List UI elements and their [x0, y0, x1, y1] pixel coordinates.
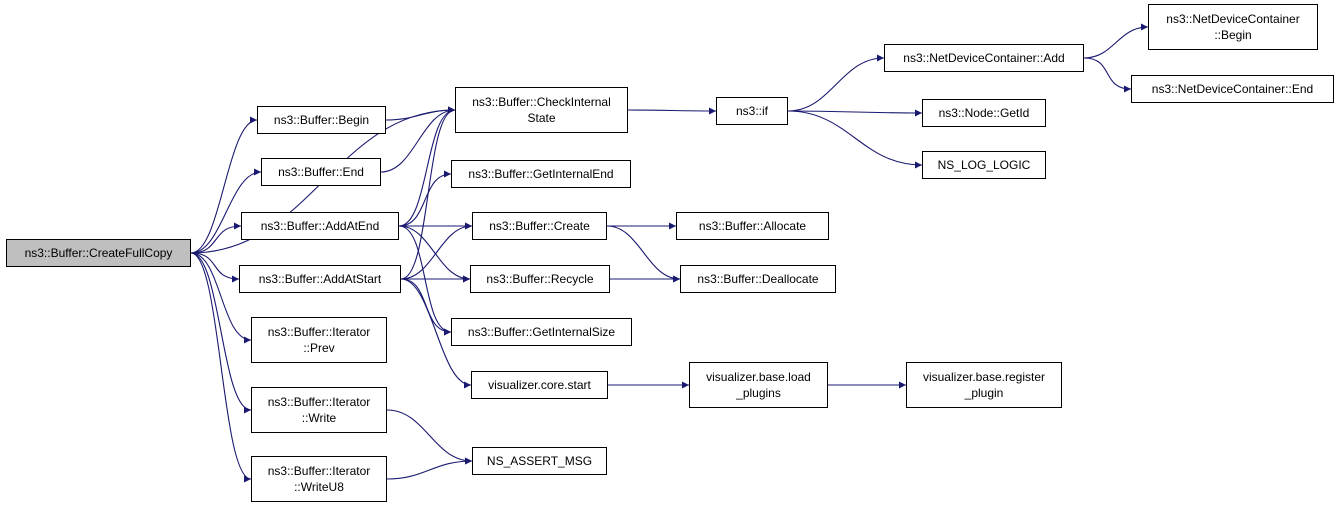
- edge-ns3_if-to-node_get_id: [787, 109, 923, 117]
- node-label: ns3::Buffer::Recycle: [486, 272, 594, 286]
- edge-add_at_end-to-recycle: [398, 225, 471, 283]
- edge-create_full_copy-to-iterator_write: [190, 252, 252, 414]
- node-label-line-2: ::WriteU8: [294, 480, 344, 494]
- node-visualizer-core-start[interactable]: visualizer.core.start: [471, 371, 608, 399]
- node-label: ns3::Buffer::CreateFullCopy: [24, 246, 173, 260]
- edge-create_full_copy-to-iterator_prev: [190, 252, 252, 344]
- edge-create_full_copy-to-begin: [190, 116, 258, 254]
- node-label: ns3::Buffer::GetInternalSize: [467, 325, 616, 339]
- node-label: NS_ASSERT_MSG: [486, 454, 593, 468]
- node-iterator-write[interactable]: ns3::Buffer::Iterator ::Write: [251, 387, 387, 433]
- edge-begin-to-check_internal_state: [385, 106, 456, 121]
- edge-ns3_if-to-log_logic: [787, 110, 923, 169]
- node-netdevicecontainer-begin[interactable]: ns3::NetDeviceContainer ::Begin: [1148, 4, 1318, 50]
- node-netdevicecontainer-end[interactable]: ns3::NetDeviceContainer::End: [1131, 75, 1334, 103]
- node-ns3-if[interactable]: ns3::if: [716, 97, 788, 125]
- edge-iterator_write_u8-to-assert_msg: [386, 457, 473, 480]
- node-ns-log-logic[interactable]: NS_LOG_LOGIC: [922, 151, 1046, 179]
- edge-create_full_copy-to-add_at_end: [190, 222, 242, 254]
- node-label-line-2: ::Begin: [1214, 28, 1252, 42]
- node-iterator-write-u8[interactable]: ns3::Buffer::Iterator ::WriteU8: [251, 456, 387, 502]
- node-label: ns3::Buffer::Deallocate: [697, 272, 819, 286]
- node-get-internal-size[interactable]: ns3::Buffer::GetInternalSize: [451, 318, 632, 346]
- node-netdevicecontainer-add[interactable]: ns3::NetDeviceContainer::Add: [884, 44, 1084, 72]
- edge-create_full_copy-to-end: [190, 168, 262, 254]
- node-label: ns3::Buffer::GetInternalEnd: [468, 167, 614, 181]
- edge-check_internal_state-to-ns3_if: [627, 107, 717, 115]
- node-ns-assert-msg[interactable]: NS_ASSERT_MSG: [472, 447, 607, 475]
- edge-iterator_write-to-assert_msg: [386, 409, 473, 465]
- node-get-internal-end[interactable]: ns3::Buffer::GetInternalEnd: [451, 160, 631, 188]
- node-label-line-1: visualizer.base.register: [922, 370, 1046, 384]
- node-buffer-begin[interactable]: ns3::Buffer::Begin: [257, 106, 386, 134]
- node-label: ns3::Buffer::Begin: [273, 113, 370, 127]
- edge-ndc_add-to-ndc_end: [1083, 57, 1132, 93]
- node-buffer-recycle[interactable]: ns3::Buffer::Recycle: [470, 265, 610, 293]
- node-label-line-2: _plugins: [736, 386, 781, 400]
- edge-create_full_copy-to-add_at_start: [190, 252, 240, 283]
- node-label: ns3::Buffer::AddAtEnd: [260, 219, 380, 233]
- node-label-line-1: ns3::Buffer::Iterator: [267, 464, 371, 478]
- edge-ndc_add-to-ndc_begin: [1083, 23, 1149, 59]
- node-iterator-prev[interactable]: ns3::Buffer::Iterator ::Prev: [251, 317, 387, 363]
- node-buffer-add-at-end[interactable]: ns3::Buffer::AddAtEnd: [241, 212, 399, 240]
- edge-end-to-check_internal_state: [380, 106, 456, 173]
- node-label-line-1: visualizer.base.load: [706, 370, 811, 384]
- node-label: ns3::NetDeviceContainer::Add: [903, 51, 1065, 65]
- node-label-line-1: ns3::NetDeviceContainer: [1166, 12, 1300, 26]
- edge-add_at_start-to-check_internal_state: [400, 106, 456, 280]
- node-buffer-end[interactable]: ns3::Buffer::End: [261, 158, 381, 186]
- node-buffer-create[interactable]: ns3::Buffer::Create: [472, 212, 607, 240]
- node-label: ns3::NetDeviceContainer::End: [1151, 82, 1314, 96]
- node-label-line-2: ::Write: [301, 411, 337, 425]
- node-label: ns3::if: [735, 104, 768, 118]
- node-label-line-1: ns3::Buffer::Iterator: [267, 395, 371, 409]
- edge-add_at_start-to-create: [400, 222, 473, 280]
- edge-ns3_if-to-ndc_add: [787, 54, 885, 112]
- node-label-line-2: _plugin: [964, 386, 1004, 400]
- node-label-line-2: State: [527, 111, 556, 125]
- node-label: ns3::Buffer::Create: [489, 219, 590, 233]
- node-buffer-deallocate[interactable]: ns3::Buffer::Deallocate: [680, 265, 836, 293]
- node-label-line-1: ns3::Buffer::Iterator: [267, 325, 371, 339]
- node-node-get-id[interactable]: ns3::Node::GetId: [922, 99, 1046, 127]
- node-buffer-allocate[interactable]: ns3::Buffer::Allocate: [676, 212, 829, 240]
- node-label: NS_LOG_LOGIC: [937, 158, 1031, 172]
- node-label: ns3::Buffer::End: [278, 165, 364, 179]
- node-create-full-copy[interactable]: ns3::Buffer::CreateFullCopy: [6, 239, 191, 267]
- node-label: ns3::Node::GetId: [938, 106, 1030, 120]
- node-label: ns3::Buffer::AddAtStart: [258, 272, 382, 286]
- node-label-line-1: ns3::Buffer::CheckInternal: [472, 95, 611, 109]
- node-label: visualizer.core.start: [488, 378, 591, 392]
- node-register-plugin[interactable]: visualizer.base.register _plugin: [906, 362, 1062, 408]
- node-label-line-2: ::Prev: [303, 341, 335, 355]
- edge-create-to-deallocate: [606, 225, 681, 283]
- edge-add_at_end-to-get_internal_end: [398, 170, 452, 227]
- node-load-plugins[interactable]: visualizer.base.load _plugins: [689, 362, 828, 408]
- edge-create_full_copy-to-iterator_write_u8: [190, 252, 252, 483]
- node-check-internal-state[interactable]: ns3::Buffer::CheckInternal State: [455, 87, 628, 133]
- node-buffer-add-at-start[interactable]: ns3::Buffer::AddAtStart: [239, 265, 401, 293]
- edge-add_at_end-to-check_internal_state: [398, 106, 456, 227]
- node-label: ns3::Buffer::Allocate: [698, 219, 807, 233]
- edge-add_at_start-to-core_start: [400, 278, 472, 389]
